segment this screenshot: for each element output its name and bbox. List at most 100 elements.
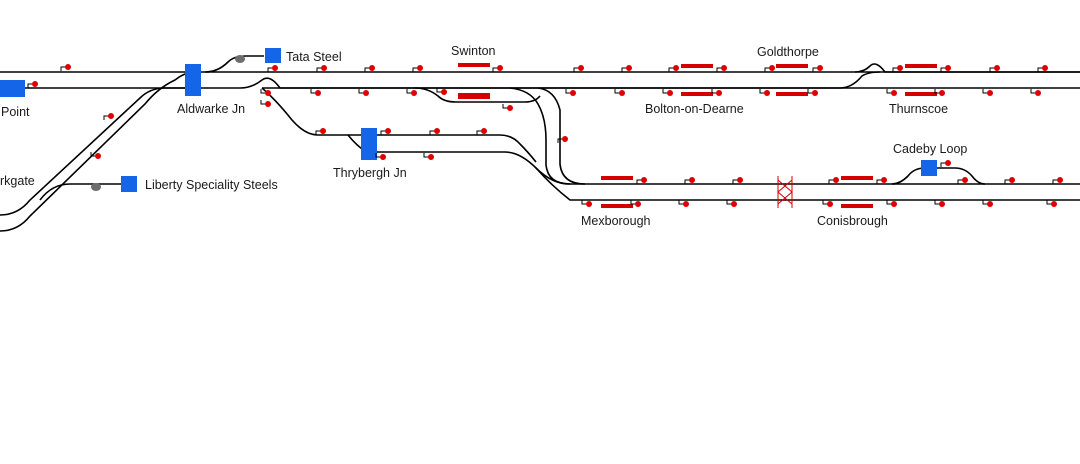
signal-42[interactable] bbox=[423, 153, 434, 160]
signal-27[interactable] bbox=[614, 89, 625, 96]
signal-dot-icon bbox=[945, 65, 951, 71]
signal-7[interactable] bbox=[364, 65, 375, 72]
tracks bbox=[0, 55, 1080, 232]
signal-16[interactable] bbox=[892, 65, 903, 72]
signal-12[interactable] bbox=[668, 65, 679, 72]
signal-49[interactable] bbox=[940, 160, 951, 167]
signal-9[interactable] bbox=[492, 65, 503, 72]
signal-33[interactable] bbox=[934, 89, 945, 96]
signal-36[interactable] bbox=[260, 100, 271, 107]
signal-29[interactable] bbox=[711, 89, 722, 96]
signal-35[interactable] bbox=[1030, 89, 1041, 96]
signal-22[interactable] bbox=[358, 89, 369, 96]
aldwarke-jn-block[interactable] bbox=[185, 64, 201, 96]
signal-51[interactable] bbox=[1004, 177, 1015, 184]
signal-32[interactable] bbox=[886, 89, 897, 96]
signal-28[interactable] bbox=[662, 89, 673, 96]
signal-47[interactable] bbox=[828, 177, 839, 184]
signal-56[interactable] bbox=[726, 200, 737, 207]
signal-17[interactable] bbox=[940, 65, 951, 72]
signal-dot-icon bbox=[108, 113, 114, 119]
signal-53[interactable] bbox=[581, 200, 592, 207]
signal-24[interactable] bbox=[436, 88, 447, 95]
signal-dot-icon bbox=[769, 65, 775, 71]
signal-48[interactable] bbox=[876, 177, 887, 184]
signal-dot-icon bbox=[945, 160, 951, 166]
cadeby-loop-block[interactable] bbox=[921, 160, 937, 176]
signal-6[interactable] bbox=[316, 65, 327, 72]
signal-4[interactable] bbox=[90, 152, 101, 159]
liberty-siding-track bbox=[39, 183, 122, 201]
platform-swinton-loop bbox=[458, 93, 490, 99]
signal-dot-icon bbox=[417, 65, 423, 71]
point-block[interactable] bbox=[0, 80, 25, 97]
signal-58[interactable] bbox=[886, 200, 897, 207]
signal-dot-icon bbox=[994, 65, 1000, 71]
swinton-curve-inner bbox=[509, 87, 571, 185]
signal-dot-icon bbox=[673, 65, 679, 71]
signal-31[interactable] bbox=[807, 89, 818, 96]
signal-54[interactable] bbox=[630, 200, 641, 207]
signal-55[interactable] bbox=[678, 200, 689, 207]
signal-dot-icon bbox=[716, 90, 722, 96]
junction-blocks bbox=[0, 48, 937, 192]
signal-50[interactable] bbox=[957, 177, 968, 184]
signal-23[interactable] bbox=[406, 89, 417, 96]
signal-dot-icon bbox=[635, 201, 641, 207]
signal-30[interactable] bbox=[759, 89, 770, 96]
platform-mexborough-up bbox=[601, 176, 633, 180]
liberty-steels-block[interactable] bbox=[121, 176, 137, 192]
signal-44[interactable] bbox=[636, 177, 647, 184]
signal-41[interactable] bbox=[375, 153, 386, 160]
signal-15[interactable] bbox=[812, 65, 823, 72]
signal-dot-icon bbox=[1035, 90, 1041, 96]
tata-steel-block[interactable] bbox=[265, 48, 281, 63]
platform-thurnscoe-up bbox=[905, 64, 937, 68]
signal-10[interactable] bbox=[573, 65, 584, 72]
signal-34[interactable] bbox=[982, 89, 993, 96]
signal-59[interactable] bbox=[934, 200, 945, 207]
signal-61[interactable] bbox=[1046, 200, 1057, 207]
platform-goldthorpe-down bbox=[776, 92, 808, 96]
label-aldwarke-jn: Aldwarke Jn bbox=[177, 102, 245, 116]
signal-21[interactable] bbox=[310, 89, 321, 96]
signal-25[interactable] bbox=[502, 104, 513, 111]
signal-40[interactable] bbox=[476, 128, 487, 135]
signal-57[interactable] bbox=[822, 200, 833, 207]
signal-39[interactable] bbox=[429, 128, 440, 135]
signal-60[interactable] bbox=[982, 200, 993, 207]
signal-dot-icon bbox=[321, 65, 327, 71]
signal-19[interactable] bbox=[1037, 65, 1048, 72]
label-goldthorpe: Goldthorpe bbox=[757, 45, 819, 59]
level-crossing-icon bbox=[777, 176, 793, 208]
signal-37[interactable] bbox=[315, 128, 326, 135]
signal-dot-icon bbox=[320, 128, 326, 134]
signal-52[interactable] bbox=[1052, 177, 1063, 184]
signal-45[interactable] bbox=[684, 177, 695, 184]
label-tata-steel: Tata Steel bbox=[286, 50, 342, 64]
signal-11[interactable] bbox=[621, 65, 632, 72]
signal-38[interactable] bbox=[380, 128, 391, 135]
signals bbox=[27, 64, 1063, 207]
signal-26[interactable] bbox=[565, 89, 576, 96]
signal-43[interactable] bbox=[557, 136, 568, 143]
labels: Point Aldwarke Jn Tata Steel Swinton Gol… bbox=[0, 44, 967, 228]
signal-8[interactable] bbox=[412, 65, 423, 72]
signal-46[interactable] bbox=[732, 177, 743, 184]
signal-18[interactable] bbox=[989, 65, 1000, 72]
signal-dot-icon bbox=[507, 105, 513, 111]
signal-dot-icon bbox=[578, 65, 584, 71]
signal-dot-icon bbox=[570, 90, 576, 96]
signal-dot-icon bbox=[891, 201, 897, 207]
signal-14[interactable] bbox=[764, 65, 775, 72]
thrybergh-jn-block[interactable] bbox=[361, 128, 377, 160]
signal-20[interactable] bbox=[260, 89, 271, 96]
label-mexborough: Mexborough bbox=[581, 214, 651, 228]
signal-2[interactable] bbox=[27, 81, 38, 88]
signal-5[interactable] bbox=[267, 65, 278, 72]
signal-1[interactable] bbox=[60, 64, 71, 71]
signal-13[interactable] bbox=[716, 65, 727, 72]
cadeby-loop-track bbox=[891, 167, 986, 185]
signal-dot-icon bbox=[891, 90, 897, 96]
signal-3[interactable] bbox=[103, 113, 114, 120]
